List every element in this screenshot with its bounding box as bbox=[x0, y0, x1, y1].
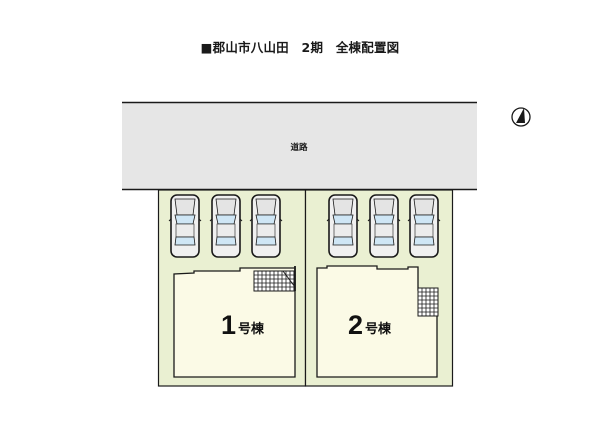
parking-area bbox=[168, 194, 441, 258]
north-arrow-icon bbox=[511, 107, 531, 127]
car-icon bbox=[326, 194, 360, 258]
building-number-1: 1 bbox=[221, 310, 236, 340]
building-label-2: 号棟 bbox=[365, 321, 392, 337]
page-title: ■郡山市八山田 2期 全棟配置図 bbox=[200, 40, 400, 55]
road: 道路 bbox=[122, 101, 477, 191]
car-icon bbox=[367, 194, 401, 258]
road-area bbox=[122, 102, 477, 190]
deck-grid-2 bbox=[417, 287, 439, 317]
building-1: 1 号棟 bbox=[173, 266, 296, 378]
building-2: 2 号棟 bbox=[316, 265, 439, 378]
deck-grid-1 bbox=[253, 270, 296, 292]
car-icon bbox=[168, 194, 202, 258]
road-label: 道路 bbox=[290, 142, 308, 153]
building-label-1: 号棟 bbox=[238, 321, 265, 337]
building-number-2: 2 bbox=[348, 310, 363, 340]
car-icon bbox=[209, 194, 243, 258]
car-icon bbox=[249, 194, 283, 258]
car-icon bbox=[407, 194, 441, 258]
